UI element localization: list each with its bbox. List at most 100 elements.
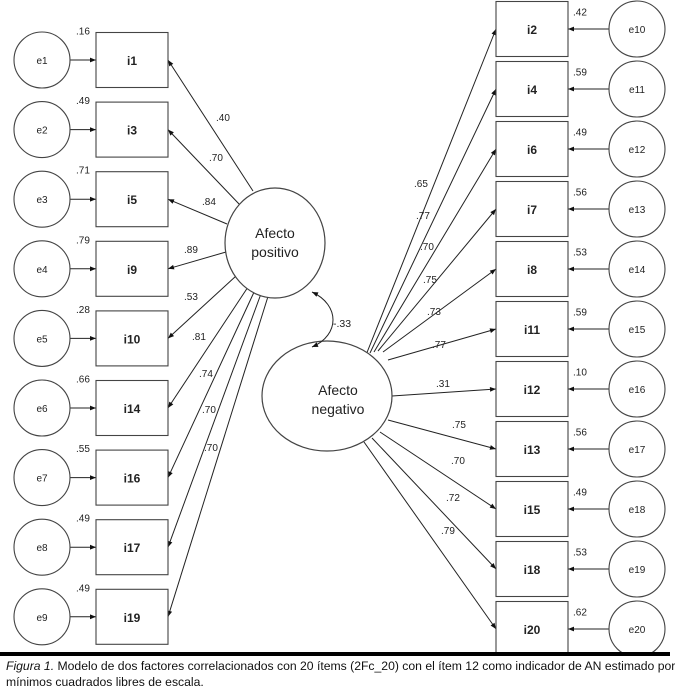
item-label: i16 bbox=[124, 472, 141, 486]
factor-negative-label-1: Afecto bbox=[318, 382, 358, 398]
item-box-i2 bbox=[495, 0, 569, 58]
item-label: i8 bbox=[527, 263, 537, 277]
item-box-i20 bbox=[495, 600, 569, 658]
loading-value: .75 bbox=[423, 275, 437, 286]
error-label: e20 bbox=[629, 625, 646, 636]
item-box-i10 bbox=[95, 310, 169, 367]
figure-label: Figura 1. bbox=[6, 659, 55, 673]
loading-value: .79 bbox=[441, 526, 455, 537]
loading-value: .70 bbox=[202, 405, 216, 416]
error-circle-e12 bbox=[608, 120, 666, 178]
r-squared-value: .62 bbox=[573, 608, 587, 619]
error-label: e15 bbox=[629, 325, 646, 336]
item-label: i3 bbox=[127, 124, 137, 138]
error-circle-e1 bbox=[13, 31, 71, 89]
error-circle-e11 bbox=[608, 60, 666, 118]
item-label: i10 bbox=[124, 332, 141, 346]
r-squared-value: .56 bbox=[573, 428, 587, 439]
item-label: i11 bbox=[524, 323, 540, 337]
item-box-i12 bbox=[495, 360, 569, 418]
item-box-i14 bbox=[95, 379, 169, 437]
item-box-i11 bbox=[495, 300, 569, 358]
error-circle-e3 bbox=[13, 170, 71, 228]
error-label: e17 bbox=[629, 445, 646, 456]
item-box-i19 bbox=[95, 588, 169, 645]
item-label: i18 bbox=[524, 563, 541, 577]
loading-arrow bbox=[167, 290, 263, 548]
loading-arrow bbox=[365, 28, 497, 356]
loading-arrow bbox=[167, 251, 227, 270]
error-label: e8 bbox=[36, 543, 48, 554]
item-box-i17 bbox=[95, 519, 169, 576]
loading-arrow bbox=[167, 198, 228, 225]
caption-rule bbox=[0, 652, 670, 656]
loading-value: .72 bbox=[446, 493, 460, 504]
loading-value: .89 bbox=[184, 245, 198, 256]
loading-arrow bbox=[167, 289, 271, 617]
r-squared-value: .53 bbox=[573, 548, 587, 559]
error-circle-e17 bbox=[608, 420, 666, 478]
item-label: i5 bbox=[127, 193, 137, 207]
item-box-i8 bbox=[495, 240, 569, 298]
error-label: e13 bbox=[629, 205, 646, 216]
r-squared-value: .49 bbox=[573, 488, 587, 499]
loading-value: .70 bbox=[209, 153, 223, 164]
factor-positive-label-1: Afecto bbox=[255, 225, 295, 241]
error-label: e11 bbox=[629, 85, 645, 96]
item-label: i4 bbox=[527, 83, 537, 97]
factor-afecto-positivo bbox=[224, 187, 326, 299]
loading-arrow bbox=[387, 328, 497, 361]
loading-value: .53 bbox=[184, 292, 198, 303]
error-circle-e5 bbox=[13, 309, 71, 367]
loading-arrow bbox=[391, 387, 497, 397]
item-label: i2 bbox=[527, 23, 537, 37]
loading-arrow bbox=[363, 441, 497, 630]
item-box-i5 bbox=[95, 171, 169, 228]
loading-arrow bbox=[371, 437, 497, 570]
r-squared-value: .59 bbox=[573, 68, 587, 79]
factor-correlation-arrow bbox=[311, 291, 334, 348]
item-box-i7 bbox=[495, 180, 569, 238]
error-circle-e18 bbox=[608, 480, 666, 538]
error-circle-e2 bbox=[13, 101, 71, 159]
item-label: i1 bbox=[127, 54, 137, 68]
r-squared-value: .59 bbox=[573, 308, 587, 319]
error-label: e10 bbox=[629, 25, 646, 36]
error-label: e4 bbox=[36, 265, 48, 276]
loading-value: .81 bbox=[192, 332, 206, 343]
loading-value: .70 bbox=[204, 443, 218, 454]
loading-value: .74 bbox=[199, 369, 213, 380]
error-circle-e19 bbox=[608, 540, 666, 598]
loading-arrow bbox=[373, 148, 497, 353]
figure-caption: Figura 1. Modelo de dos factores correla… bbox=[6, 658, 675, 690]
item-box-i16 bbox=[95, 449, 169, 506]
error-label: e2 bbox=[36, 126, 48, 137]
item-box-i18 bbox=[495, 540, 569, 598]
r-squared-value: .53 bbox=[573, 248, 587, 259]
caption-text: Modelo de dos factores correlacionados c… bbox=[6, 659, 675, 689]
item-box-i13 bbox=[495, 420, 569, 478]
error-label: e5 bbox=[36, 334, 48, 345]
loading-arrow bbox=[387, 419, 497, 450]
r-squared-value: .49 bbox=[573, 128, 587, 139]
loading-value: .40 bbox=[216, 113, 230, 124]
item-box-i3 bbox=[95, 101, 169, 158]
r-squared-value: .71 bbox=[76, 166, 90, 177]
loading-arrow bbox=[369, 88, 497, 354]
r-squared-value: .16 bbox=[76, 27, 90, 38]
error-circle-e8 bbox=[13, 518, 71, 576]
item-box-i6 bbox=[495, 120, 569, 178]
error-label: e1 bbox=[36, 56, 48, 67]
loading-value: .31 bbox=[436, 379, 450, 390]
r-squared-value: .79 bbox=[76, 235, 90, 246]
item-label: i7 bbox=[527, 203, 537, 217]
error-label: e7 bbox=[36, 474, 48, 485]
error-label: e6 bbox=[36, 404, 48, 415]
error-circle-e4 bbox=[13, 240, 71, 298]
r-squared-value: .66 bbox=[76, 375, 90, 386]
loading-arrow bbox=[167, 289, 256, 478]
error-label: e3 bbox=[36, 195, 48, 206]
r-squared-value: .55 bbox=[76, 444, 90, 455]
loading-arrow bbox=[382, 268, 497, 353]
